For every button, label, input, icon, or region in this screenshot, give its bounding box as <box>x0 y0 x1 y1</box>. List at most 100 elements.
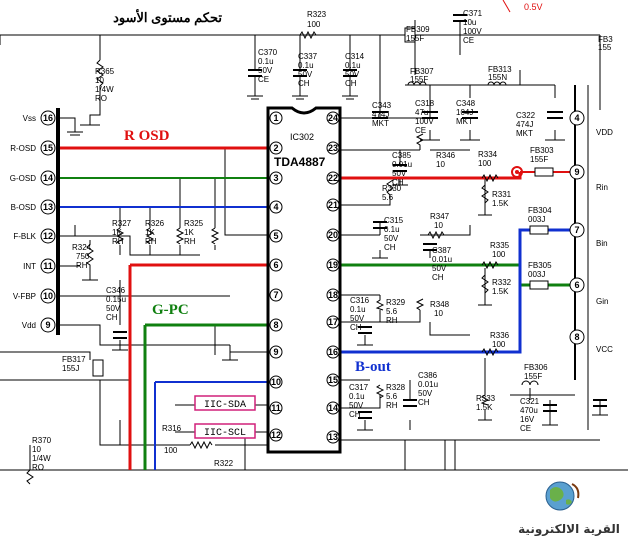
svg-text:10: 10 <box>271 377 281 387</box>
svg-text:18: 18 <box>328 290 338 300</box>
svg-text:15: 15 <box>328 375 338 385</box>
svg-text:CH: CH <box>418 398 430 407</box>
svg-text:1K: 1K <box>145 228 155 237</box>
svg-text:1/4W: 1/4W <box>32 454 51 463</box>
svg-text:14: 14 <box>328 403 338 413</box>
svg-text:C318: C318 <box>415 99 435 108</box>
svg-text:R327: R327 <box>112 219 132 228</box>
logo-text: القرية الالكترونية <box>518 522 620 536</box>
iic-scl-label: IIC-SCL <box>204 428 246 439</box>
svg-text:155F: 155F <box>530 155 548 164</box>
svg-text:474J: 474J <box>372 110 389 119</box>
svg-text:155F: 155F <box>524 372 542 381</box>
iic-sda-label: IIC-SDA <box>204 400 246 411</box>
svg-text:VCC: VCC <box>596 345 613 354</box>
svg-text:21: 21 <box>328 200 338 210</box>
svg-text:47u: 47u <box>415 108 428 117</box>
voltage-label: 0.5V <box>524 2 543 12</box>
svg-text:FB317: FB317 <box>62 355 86 364</box>
svg-text:R370: R370 <box>32 436 52 445</box>
svg-text:FB303: FB303 <box>530 146 554 155</box>
svg-text:R-OSD: R-OSD <box>10 144 36 153</box>
svg-text:14: 14 <box>43 173 53 183</box>
svg-text:155F: 155F <box>410 75 428 84</box>
svg-text:R326: R326 <box>145 219 165 228</box>
svg-text:0.1u: 0.1u <box>384 225 400 234</box>
svg-text:10u: 10u <box>463 18 476 27</box>
svg-text:100V: 100V <box>463 27 482 36</box>
svg-text:8: 8 <box>574 332 579 342</box>
ic-pins-right: 24 23 22 21 20 19 18 17 16 15 14 13 <box>326 111 340 444</box>
svg-text:100: 100 <box>307 20 321 29</box>
component-labels: R323 100 C370 0.1u 50V CE C337 0.1u 50V … <box>32 9 613 472</box>
svg-text:10: 10 <box>434 221 443 230</box>
svg-text:20: 20 <box>328 230 338 240</box>
svg-text:CH: CH <box>384 243 396 252</box>
ic-tda4887: IC302 TDA4887 <box>266 106 342 454</box>
ic-name: TDA4887 <box>274 155 326 169</box>
svg-text:1: 1 <box>273 113 278 123</box>
svg-text:50V: 50V <box>258 66 273 75</box>
svg-text:12: 12 <box>271 430 281 440</box>
svg-text:RH: RH <box>386 316 398 325</box>
svg-text:0.1u: 0.1u <box>350 305 366 314</box>
b-out-label: B-out <box>355 359 391 375</box>
svg-text:4: 4 <box>273 202 278 212</box>
svg-text:155J: 155J <box>62 364 79 373</box>
svg-text:13: 13 <box>328 432 338 442</box>
svg-text:RH: RH <box>112 237 124 246</box>
svg-text:4: 4 <box>574 113 579 123</box>
svg-text:R324: R324 <box>72 243 92 252</box>
svg-text:CH: CH <box>106 313 118 322</box>
svg-text:CH: CH <box>350 323 362 332</box>
svg-text:15: 15 <box>43 143 53 153</box>
svg-text:7: 7 <box>273 290 278 300</box>
svg-text:Rin: Rin <box>596 183 608 192</box>
svg-text:R322: R322 <box>214 459 234 468</box>
svg-text:16: 16 <box>43 113 53 123</box>
svg-text:12: 12 <box>43 231 53 241</box>
svg-text:10: 10 <box>95 76 104 85</box>
svg-text:104J: 104J <box>456 108 473 117</box>
svg-text:7: 7 <box>574 225 579 235</box>
svg-text:C348: C348 <box>456 99 476 108</box>
svg-text:16: 16 <box>328 347 338 357</box>
svg-text:RH: RH <box>386 401 398 410</box>
schematic-title: تحكم مستوى الأسود <box>113 9 222 26</box>
svg-text:0.1u: 0.1u <box>349 392 365 401</box>
svg-text:24: 24 <box>328 113 338 123</box>
svg-text:VDD: VDD <box>596 128 613 137</box>
svg-text:R328: R328 <box>386 383 406 392</box>
svg-text:R316: R316 <box>162 424 182 433</box>
svg-text:50V: 50V <box>298 70 313 79</box>
svg-text:10: 10 <box>43 291 53 301</box>
svg-text:100: 100 <box>164 446 178 455</box>
svg-text:RO: RO <box>32 463 44 472</box>
svg-text:R365: R365 <box>95 67 115 76</box>
svg-text:100: 100 <box>478 159 492 168</box>
svg-text:FB307: FB307 <box>410 67 434 76</box>
svg-text:155: 155 <box>598 43 612 52</box>
svg-text:G-OSD: G-OSD <box>10 174 36 183</box>
right-connector: 4 VDD 9 Rin 7 Bin 6 Gin 8 VCC <box>569 110 613 354</box>
svg-text:22: 22 <box>328 173 338 183</box>
svg-text:FB3: FB3 <box>598 35 613 44</box>
svg-text:FB306: FB306 <box>524 363 548 372</box>
ic-pins-left: 1 2 3 4 5 6 7 8 9 10 11 12 <box>269 111 283 442</box>
svg-text:750: 750 <box>76 252 90 261</box>
svg-text:0.15u: 0.15u <box>106 295 126 304</box>
svg-text:C316: C316 <box>350 296 370 305</box>
svg-text:50V: 50V <box>392 169 407 178</box>
svg-text:003J: 003J <box>528 270 545 279</box>
iic-sda-box <box>194 395 256 411</box>
voltage-arrow <box>502 0 511 13</box>
svg-text:CH: CH <box>298 79 310 88</box>
svg-text:R330: R330 <box>382 184 402 193</box>
svg-text:RH: RH <box>76 261 88 270</box>
svg-text:9: 9 <box>574 167 579 177</box>
svg-text:8: 8 <box>273 320 278 330</box>
svg-text:100: 100 <box>492 340 506 349</box>
svg-text:50V: 50V <box>349 401 364 410</box>
svg-text:50V: 50V <box>106 304 121 313</box>
b-out-trace <box>340 228 575 354</box>
